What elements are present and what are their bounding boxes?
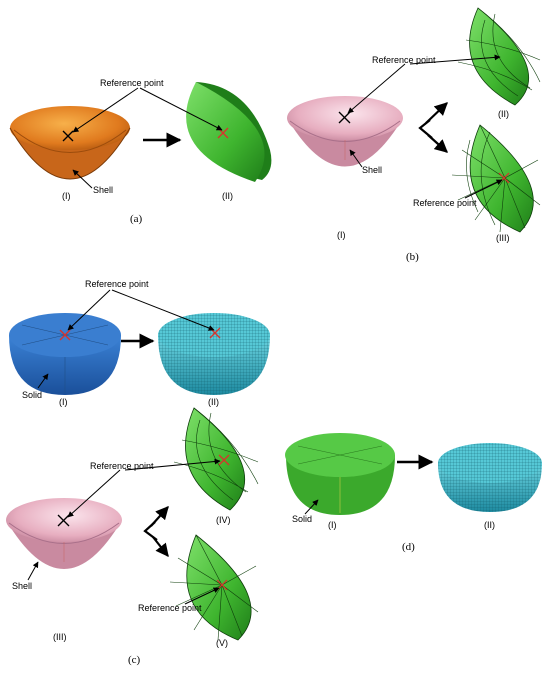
pink-shell-bowl-c (6, 498, 122, 569)
shell-label-c: Shell (12, 581, 32, 591)
leader-line-c5 (184, 587, 220, 605)
reference-point-label-a: Reference point (100, 78, 164, 88)
leader-line-a1 (72, 87, 139, 133)
leader-line-shell-c (27, 561, 39, 581)
leader-line-a2 (139, 87, 223, 131)
caption-d: (d) (402, 541, 415, 553)
leader-line-c3 (67, 469, 121, 518)
panel-a: Reference point Shell (I) (II) (a) (9, 78, 272, 225)
step-label-b-1: (I) (337, 230, 346, 240)
step-label-d-1: (I) (328, 520, 337, 530)
reference-point-label-b1: Reference point (372, 55, 436, 65)
step-label-b-3: (III) (496, 233, 510, 243)
shell-label-b: Shell (362, 165, 382, 175)
green-solid-hemisphere (285, 433, 395, 515)
leader-line-b1 (347, 63, 406, 114)
leader-line-b3 (464, 179, 503, 199)
green-faceted-disc-b2 (457, 7, 541, 106)
cyan-meshed-hemisphere-d (438, 443, 542, 512)
reference-point-marker-c3 (57, 514, 70, 527)
caption-b: (b) (406, 251, 419, 263)
step-label-b-2: (II) (498, 109, 509, 119)
leader-line-c1 (67, 289, 111, 331)
step-label-c-4: (IV) (216, 515, 231, 525)
reference-point-label-b3: Reference point (413, 198, 477, 208)
leader-line-b2 (409, 54, 501, 65)
green-disc-a (186, 82, 272, 182)
reference-point-marker-a1 (62, 130, 74, 142)
green-faceted-disc-b3 (451, 124, 541, 233)
solid-label-c: Solid (22, 390, 42, 400)
shell-label-a: Shell (93, 185, 113, 195)
step-label-c-3: (III) (53, 632, 67, 642)
reference-point-label-c1: Reference point (85, 279, 149, 289)
green-faceted-disc-c5 (169, 534, 259, 641)
leader-line-c4 (124, 458, 221, 471)
leader-line-c2 (111, 289, 215, 331)
reference-point-marker-c1 (59, 329, 71, 341)
leader-line-shell-a (72, 169, 93, 189)
leader-line-shell-b (349, 149, 363, 168)
reference-point-marker-b1 (338, 111, 351, 124)
orange-shell-bowl (9, 106, 131, 180)
branch-arrows-b (418, 102, 448, 153)
reference-point-label-c5: Reference point (138, 603, 202, 613)
panel-c: Reference point Solid (I) (II) (6, 279, 270, 666)
solid-label-d: Solid (292, 514, 312, 524)
step-label-c-2: (II) (208, 397, 219, 407)
step-label-c-1: (I) (59, 397, 68, 407)
blue-solid-hemisphere (9, 313, 121, 395)
cyan-meshed-hemisphere-c (158, 313, 270, 395)
panel-b: Reference point Reference point Shell (I… (287, 7, 541, 263)
reference-point-marker-c4 (218, 454, 230, 466)
panel-d: Solid (I) (II) (d) (285, 433, 542, 553)
reference-point-label-c3: Reference point (90, 461, 154, 471)
step-label-d-2: (II) (484, 520, 495, 530)
step-label-c-5: (V) (216, 638, 228, 648)
caption-c: (c) (128, 654, 141, 666)
step-label-a-1: (I) (62, 191, 71, 201)
step-label-a-2: (II) (222, 191, 233, 201)
green-faceted-disc-c4 (173, 407, 259, 511)
branch-arrows-c (143, 506, 169, 558)
leader-line-solid-c (37, 373, 49, 389)
caption-a: (a) (130, 213, 143, 225)
leader-line-solid-d (304, 499, 319, 515)
pink-shell-bowl-b (287, 96, 403, 167)
